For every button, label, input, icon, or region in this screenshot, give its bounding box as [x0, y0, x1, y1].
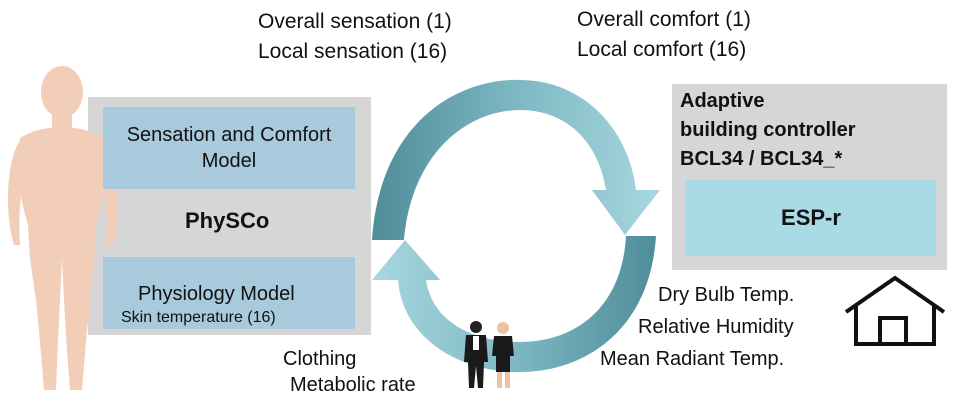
overall-comfort-label: Overall comfort (1) [577, 8, 751, 31]
controller-line1: Adaptive [680, 90, 765, 112]
sensation-model-line2: Model [201, 150, 257, 172]
mean-radiant-label: Mean Radiant Temp. [600, 348, 785, 370]
local-comfort-label: Local comfort (16) [577, 38, 747, 61]
sensation-comfort-model-box: Sensation and Comfort Model [103, 107, 355, 189]
controller-line3: BCL34 / BCL34_* [680, 148, 843, 170]
relative-humidity-label: Relative Humidity [638, 316, 794, 338]
sensation-model-line1: Sensation and Comfort [126, 124, 332, 146]
esp-r-label: ESP-r [781, 205, 841, 230]
top-arc-arrow [372, 79, 660, 240]
physco-title: PhySCo [185, 208, 270, 233]
clothing-label: Clothing [283, 348, 357, 370]
controller-line2: building controller [680, 119, 856, 141]
local-sensation-label: Local sensation (16) [258, 40, 448, 63]
metabolic-rate-label: Metabolic rate [290, 374, 416, 396]
physiology-model-label: Physiology Model [138, 283, 295, 305]
overall-sensation-label: Overall sensation (1) [258, 10, 452, 33]
esp-r-box: ESP-r [686, 180, 936, 256]
skin-temperature-label: Skin temperature (16) [121, 309, 276, 326]
dry-bulb-label: Dry Bulb Temp. [658, 284, 795, 306]
physiology-model-box: Physiology Model Skin temperature (16) [103, 257, 355, 329]
